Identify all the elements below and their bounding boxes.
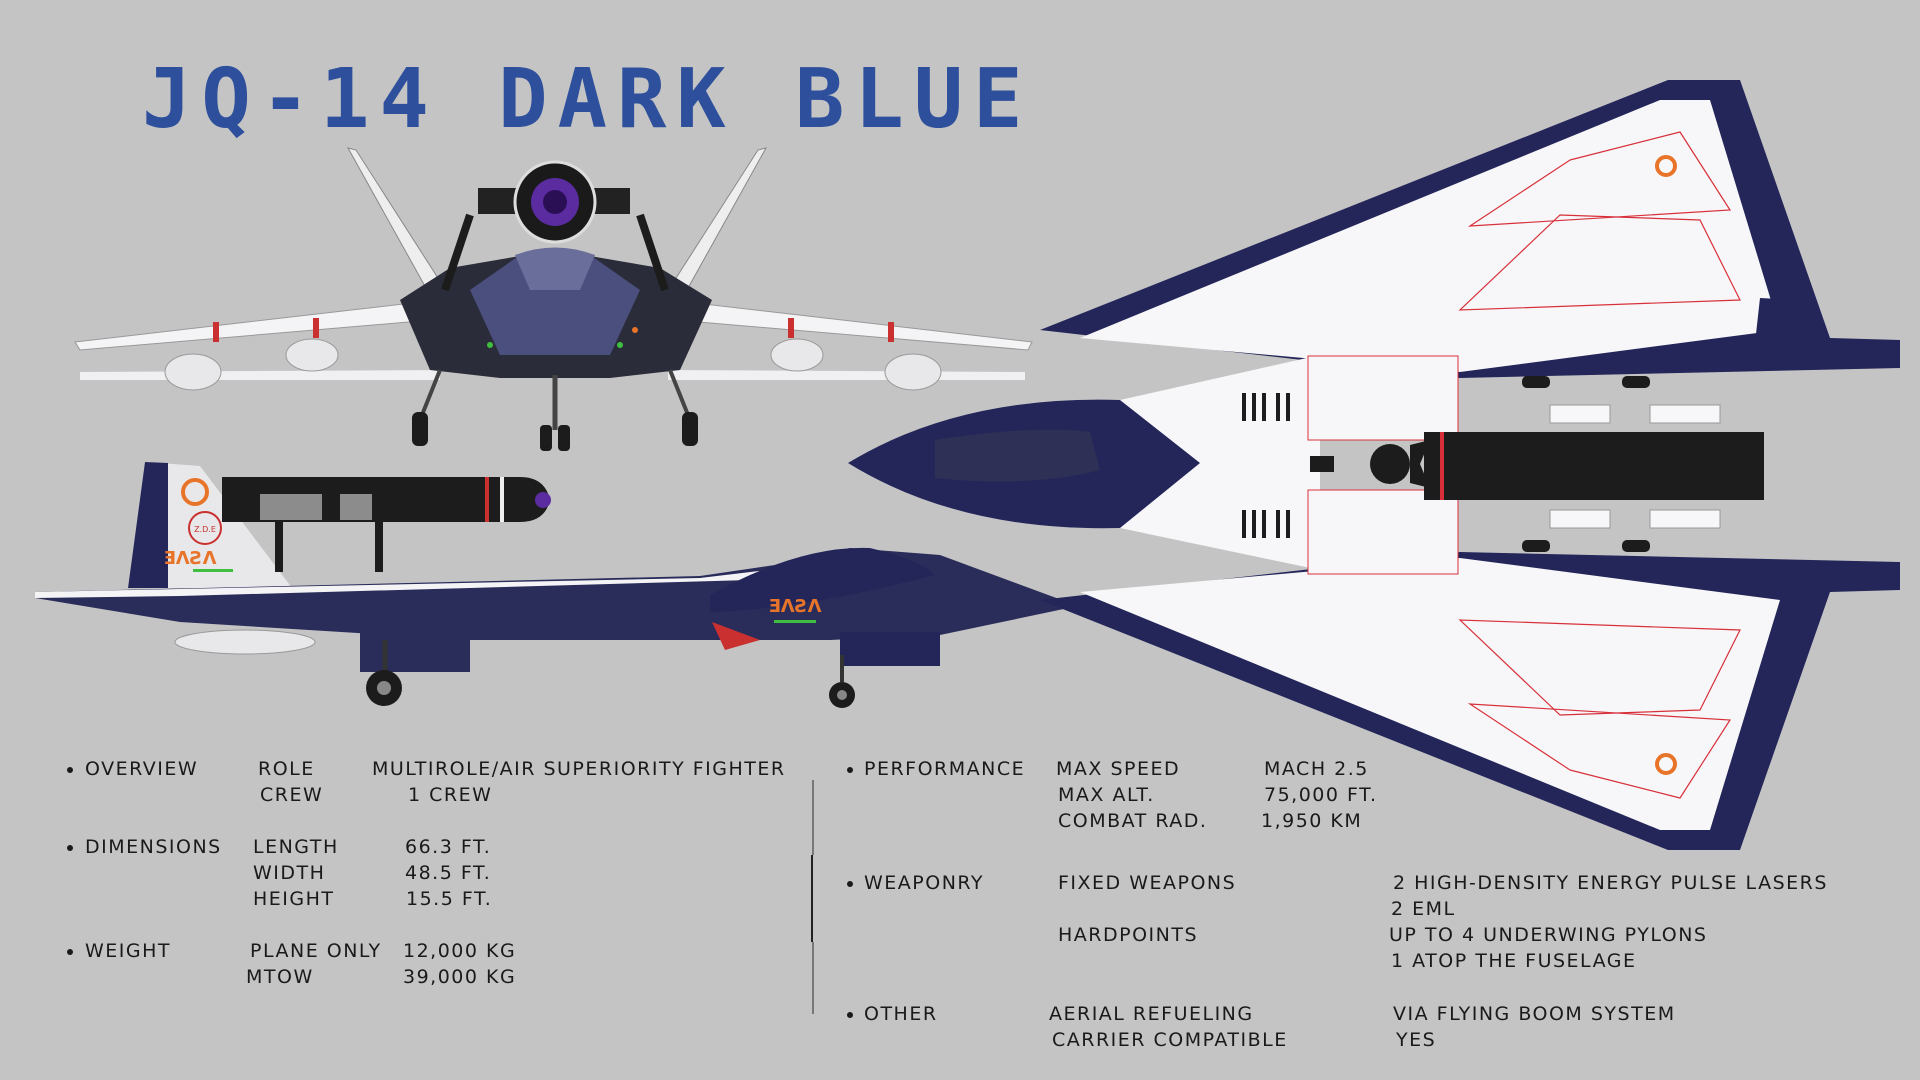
spec-key-mtow: MTOW [246, 966, 314, 988]
spec-key-carrier-compatible: CARRIER COMPATIBLE [1052, 1029, 1288, 1051]
bullet [67, 949, 73, 955]
spec-label-overview: OVERVIEW [85, 758, 199, 780]
side-emblem [188, 511, 222, 545]
spec-value-aerial-refueling: VIA FLYING BOOM SYSTEM [1393, 1003, 1676, 1025]
top-view [848, 80, 1900, 850]
spec-key-length: LENGTH [253, 836, 339, 858]
spec-key-combat-radius: COMBAT RAD. [1058, 810, 1208, 832]
spec-value-plane-only: 12,000 KG [403, 940, 517, 962]
spec-key-crew: CREW [260, 784, 324, 806]
bullet [847, 881, 853, 887]
bullet [847, 1012, 853, 1018]
spec-value-width: 48.5 FT. [405, 862, 492, 884]
front-left-wing [74, 297, 456, 351]
spec-value-max-speed: MACH 2.5 [1264, 758, 1369, 780]
spec-label-weaponry: WEAPONRY [864, 872, 985, 894]
side-underwing-pod [174, 629, 316, 655]
spec-key-max-alt: MAX ALT. [1058, 784, 1155, 806]
top-vent-lower [1242, 510, 1290, 538]
spec-key-fixed-weapons: FIXED WEAPONS [1058, 872, 1237, 894]
spec-label-performance: PERFORMANCE [864, 758, 1026, 780]
spec-value-crew: 1 CREW [408, 784, 493, 806]
column-divider [812, 780, 814, 855]
side-tail-fin [128, 462, 292, 588]
spec-label-other: OTHER [864, 1003, 938, 1025]
spec-key-height: HEIGHT [253, 888, 335, 910]
top-laser-pod [1424, 432, 1764, 500]
spec-value-fixed-weapons-1: 2 HIGH-DENSITY ENERGY PULSE LASERS [1393, 872, 1828, 894]
spec-value-fixed-weapons-2: 2 EML [1391, 898, 1456, 920]
front-pod-1 [164, 353, 222, 391]
spec-key-max-speed: MAX SPEED [1056, 758, 1181, 780]
spec-value-hardpoints-1: UP TO 4 UNDERWING PYLONS [1389, 924, 1708, 946]
spec-key-hardpoints: HARDPOINTS [1058, 924, 1199, 946]
bullet [847, 767, 853, 773]
spec-value-role: MULTIROLE/AIR SUPERIORITY FIGHTER [372, 758, 786, 780]
spec-value-carrier-compatible: YES [1396, 1029, 1437, 1051]
column-divider [811, 855, 813, 942]
top-laser-turret [1370, 444, 1410, 484]
top-vent-upper [1242, 393, 1290, 421]
spec-value-max-alt: 75,000 FT. [1264, 784, 1378, 806]
svg-text:ƎɅƧɅ: ƎɅƧɅ [768, 596, 821, 617]
spec-key-width: WIDTH [253, 862, 326, 884]
bullet [67, 845, 73, 851]
spec-label-weight: WEIGHT [85, 940, 172, 962]
front-pod-4 [884, 353, 942, 391]
column-divider [812, 942, 814, 1014]
page-title: JQ-14 DARK BLUE [142, 52, 1033, 147]
spec-value-hardpoints-2: 1 ATOP THE FUSELAGE [1391, 950, 1637, 972]
front-pod-2 [285, 338, 339, 372]
svg-text:Z.D.E: Z.D.E [194, 525, 216, 534]
spec-value-mtow: 39,000 KG [403, 966, 517, 988]
spec-key-plane-only: PLANE ONLY [250, 940, 382, 962]
spec-value-combat-radius: 1,950 KM [1261, 810, 1363, 832]
spec-value-length: 66.3 FT. [405, 836, 492, 858]
front-view [74, 147, 1033, 451]
spec-key-role: ROLE [258, 758, 315, 780]
bullet [67, 767, 73, 773]
side-view: Z.D.E ƎɅƧɅ ƎɅƧɅ [35, 462, 1078, 708]
svg-text:ƎɅƧɅ: ƎɅƧɅ [163, 548, 216, 569]
spec-label-dimensions: DIMENSIONS [85, 836, 222, 858]
spec-key-aerial-refueling: AERIAL REFUELING [1049, 1003, 1254, 1025]
front-pod-3 [770, 338, 824, 372]
spec-value-height: 15.5 FT. [406, 888, 493, 910]
